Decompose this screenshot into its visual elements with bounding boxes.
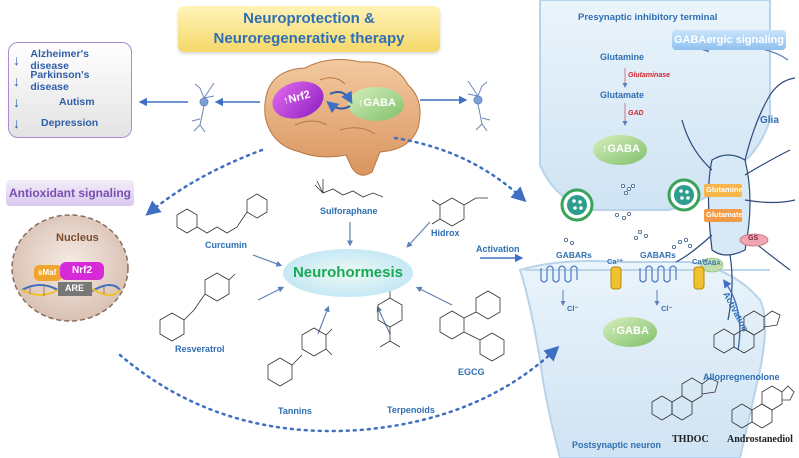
egcg-structure <box>439 290 505 362</box>
ca-channel-left <box>610 266 622 290</box>
neuron-right <box>467 80 491 132</box>
gaba-receptors-left <box>540 265 578 283</box>
androstanediol-structure <box>731 385 795 429</box>
nrf2-nucleus-box <box>60 262 104 280</box>
disease-label: Autism <box>59 95 95 108</box>
glia-label: Glia <box>760 115 779 126</box>
gabars-right-label: GABARs <box>640 250 676 260</box>
disease-item: ↓ Depression <box>13 112 127 133</box>
gaba-glia-label: GABA <box>703 261 721 267</box>
cl-left-label: Cl⁻ <box>567 304 579 313</box>
glutamine-label: Glutamine <box>600 52 645 62</box>
gs-enzyme <box>739 233 769 247</box>
resveratrol-structure <box>159 272 236 342</box>
down-arrow-icon: ↓ <box>13 51 20 68</box>
curcumin-label: Curcumin <box>205 240 248 250</box>
ca-left-label: Ca²⁺ <box>607 257 624 266</box>
down-arrow-icon: ↓ <box>13 72 20 89</box>
gaba-post-label: ↑GABA <box>611 325 649 337</box>
are-box <box>58 282 92 296</box>
thdoc-label: THDOC <box>672 434 709 445</box>
glia-glutamate-label: Glutamate <box>706 210 743 219</box>
glutaminase-label: Glutaminase <box>628 72 671 79</box>
gaba-receptors-right <box>639 265 677 283</box>
neurohormesis-oval: Neurohormesis <box>283 249 413 297</box>
neuron-left <box>191 82 215 133</box>
glia-glutamine-box <box>704 184 742 197</box>
disease-label: Depression <box>41 116 99 129</box>
androstanediol-label: Androstanediol <box>727 434 793 445</box>
smaf-box <box>34 265 62 281</box>
vesicle-right <box>667 178 701 212</box>
hidrox-structure <box>431 197 488 227</box>
disease-item: ↓ Alzheimer's disease <box>13 47 127 72</box>
gaba-pre-label: ↑GABA <box>602 143 640 155</box>
gabars-left-label: GABARs <box>556 250 592 260</box>
curcumin-structure <box>176 193 268 234</box>
disease-box: ↓ Alzheimer's disease ↓ Parkinson's diseas… <box>8 42 132 138</box>
gaba-brain-label: ↑GABA <box>358 97 396 109</box>
nrf2-brain-oval <box>272 81 324 119</box>
sulforaphane-label: Sulforaphane <box>320 206 378 216</box>
down-arrow-icon: ↓ <box>13 93 20 110</box>
title-box: Neuroprotection & Neuroregenerative ther… <box>178 6 440 52</box>
thdoc-structure <box>651 377 719 421</box>
tannins-label: Tannins <box>278 406 312 416</box>
nucleus-label: Nucleus <box>56 232 99 244</box>
egcg-label: EGCG <box>458 367 485 377</box>
disease-item: ↓ Autism <box>13 91 127 112</box>
gaba-glia-oval <box>700 257 724 273</box>
smaf-label: sMaf <box>38 268 57 277</box>
cl-right-label: Cl⁻ <box>661 304 673 313</box>
gaba-brain-oval <box>348 87 404 121</box>
antioxidant-signaling-box: Antioxidant signaling <box>6 180 134 206</box>
tannins-structure <box>267 327 333 387</box>
down-arrow-icon: ↓ <box>13 114 20 131</box>
activation-label: Activation <box>476 244 520 254</box>
terpenoids-label: Terpenoids <box>387 405 435 415</box>
disease-label: Parkinson's disease <box>30 68 90 93</box>
gad-label: GAD <box>628 110 644 117</box>
glia-glutamine-label: Glutamine <box>706 185 743 194</box>
gaba-post-oval <box>603 317 657 347</box>
ca-channel-right <box>693 266 705 290</box>
gaba-pre-oval <box>593 135 647 165</box>
ca-right-label: Ca²⁺ <box>692 257 709 266</box>
are-label: ARE <box>65 283 85 293</box>
allopregnenolone-label: Allopregnenolone <box>703 372 780 382</box>
presynaptic-label: Presynaptic inhibitory terminal <box>578 12 718 23</box>
postsynaptic-label: Postsynaptic neuron <box>572 440 662 450</box>
postsynaptic-neuron <box>518 260 766 458</box>
hidrox-label: Hidrox <box>431 228 460 238</box>
allopregnenolone-structure <box>713 310 781 354</box>
title-text: Neuroprotection & Neuroregenerative ther… <box>213 10 405 47</box>
nrf2-nucleus-label: Nrf2 <box>72 265 93 276</box>
gs-label: GS <box>748 235 759 242</box>
gaba-dots <box>564 183 693 249</box>
disease-item: ↓ Parkinson's disease <box>13 68 127 93</box>
resveratrol-label: Resveratrol <box>175 344 225 354</box>
vesicle-left <box>560 188 594 222</box>
gabaergic-signaling-box: GABAergic signaling <box>672 30 786 50</box>
sulforaphane-structure <box>314 179 384 198</box>
disease-label: Alzheimer's disease <box>30 47 89 72</box>
glia-glutamate-box <box>704 209 742 222</box>
glutamate-label: Glutamate <box>600 90 645 100</box>
